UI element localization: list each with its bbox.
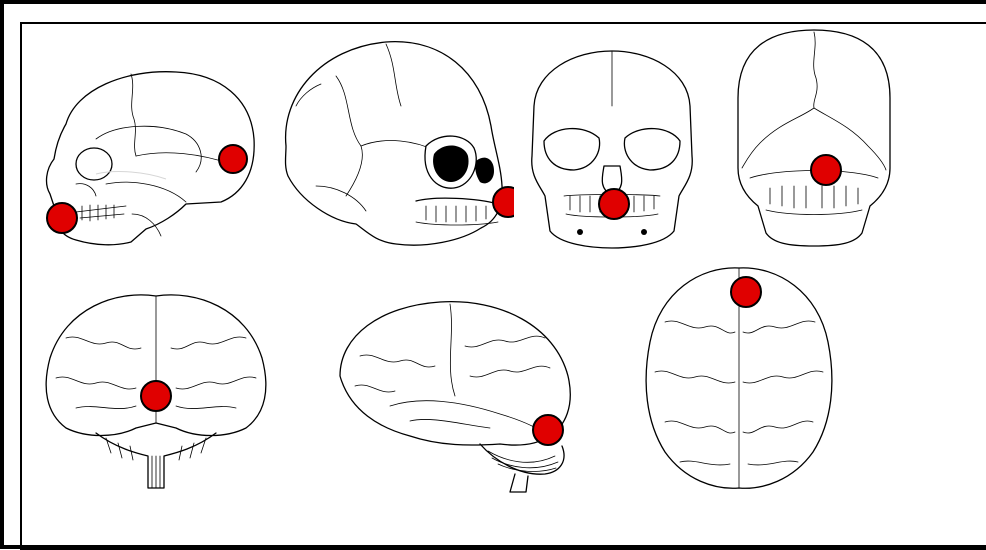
brain-posterior-figure [36,288,276,492]
brain-lateral-figure [330,296,578,496]
skull-three-quarter-figure [276,36,512,250]
marker-dot-occipital-lobe [140,380,172,412]
marker-dot-cerebellum [532,414,564,446]
skull-posterior-figure [730,28,898,250]
marker-dot-occipital [218,144,248,174]
skull-three-quarter-drawing [276,36,512,250]
brain-lateral-drawing [330,296,578,496]
marker-dot-frontal-lobe [730,276,762,308]
skull-posterior-drawing [730,28,898,250]
brain-superior-figure [640,262,838,494]
marker-dot-occipital-base [810,154,842,186]
skull-frontal-figure [514,46,710,250]
marker-dot-upper-jaw [598,188,630,220]
marker-dot-mandible [46,202,78,234]
skull-lateral-figure [36,64,260,250]
